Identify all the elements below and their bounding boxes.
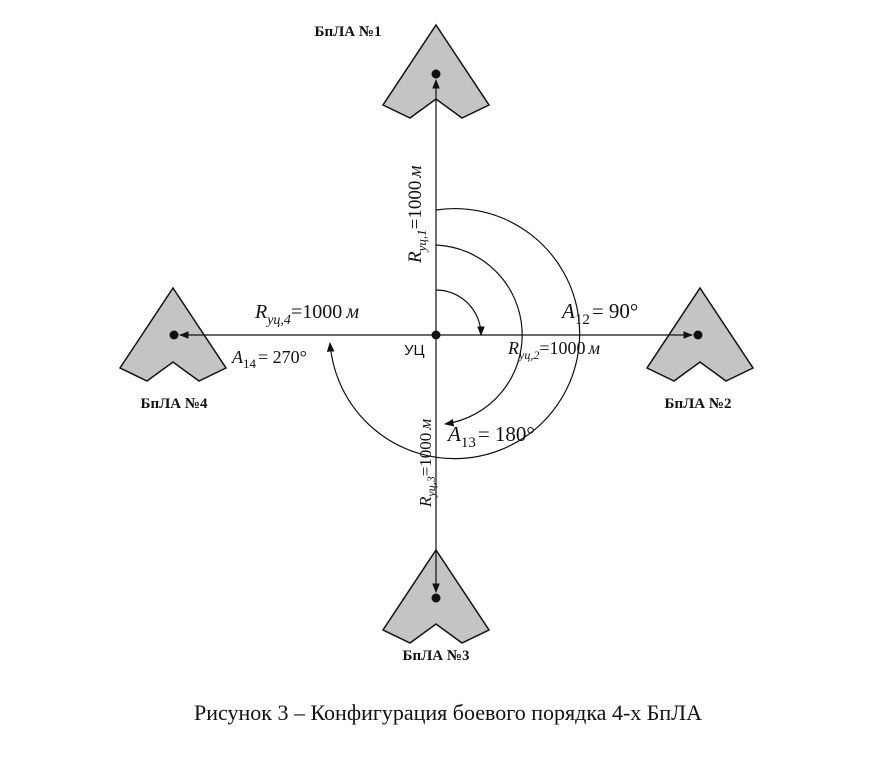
radius-3-label: Rуц,3=1000м [416,419,438,508]
uav-2-label: БпЛА №2 [665,396,732,412]
figure-caption: Рисунок 3 – Конфигурация боевого порядка… [194,700,702,725]
control-center-label: УЦ [404,342,425,359]
angle-arc-14 [326,208,581,460]
angle-13-label: A13= 180° [446,422,535,451]
angle-12-label: A12= 90° [560,299,638,328]
uav-3-icon [381,548,491,644]
uav-4-label: БпЛА №4 [141,396,208,412]
control-center-point [431,330,441,340]
uav-4-icon [118,286,228,382]
uav-2-icon [645,286,755,382]
radius-1-label: Rуц,1=1000м [405,166,429,265]
uav-1-label: БпЛА №1 [315,24,382,40]
angle-arc-13 [435,244,523,427]
angle-arc-12 [435,289,485,336]
uav-3-label: БпЛА №3 [403,648,470,664]
angle-14-label: A14= 270° [231,347,307,371]
